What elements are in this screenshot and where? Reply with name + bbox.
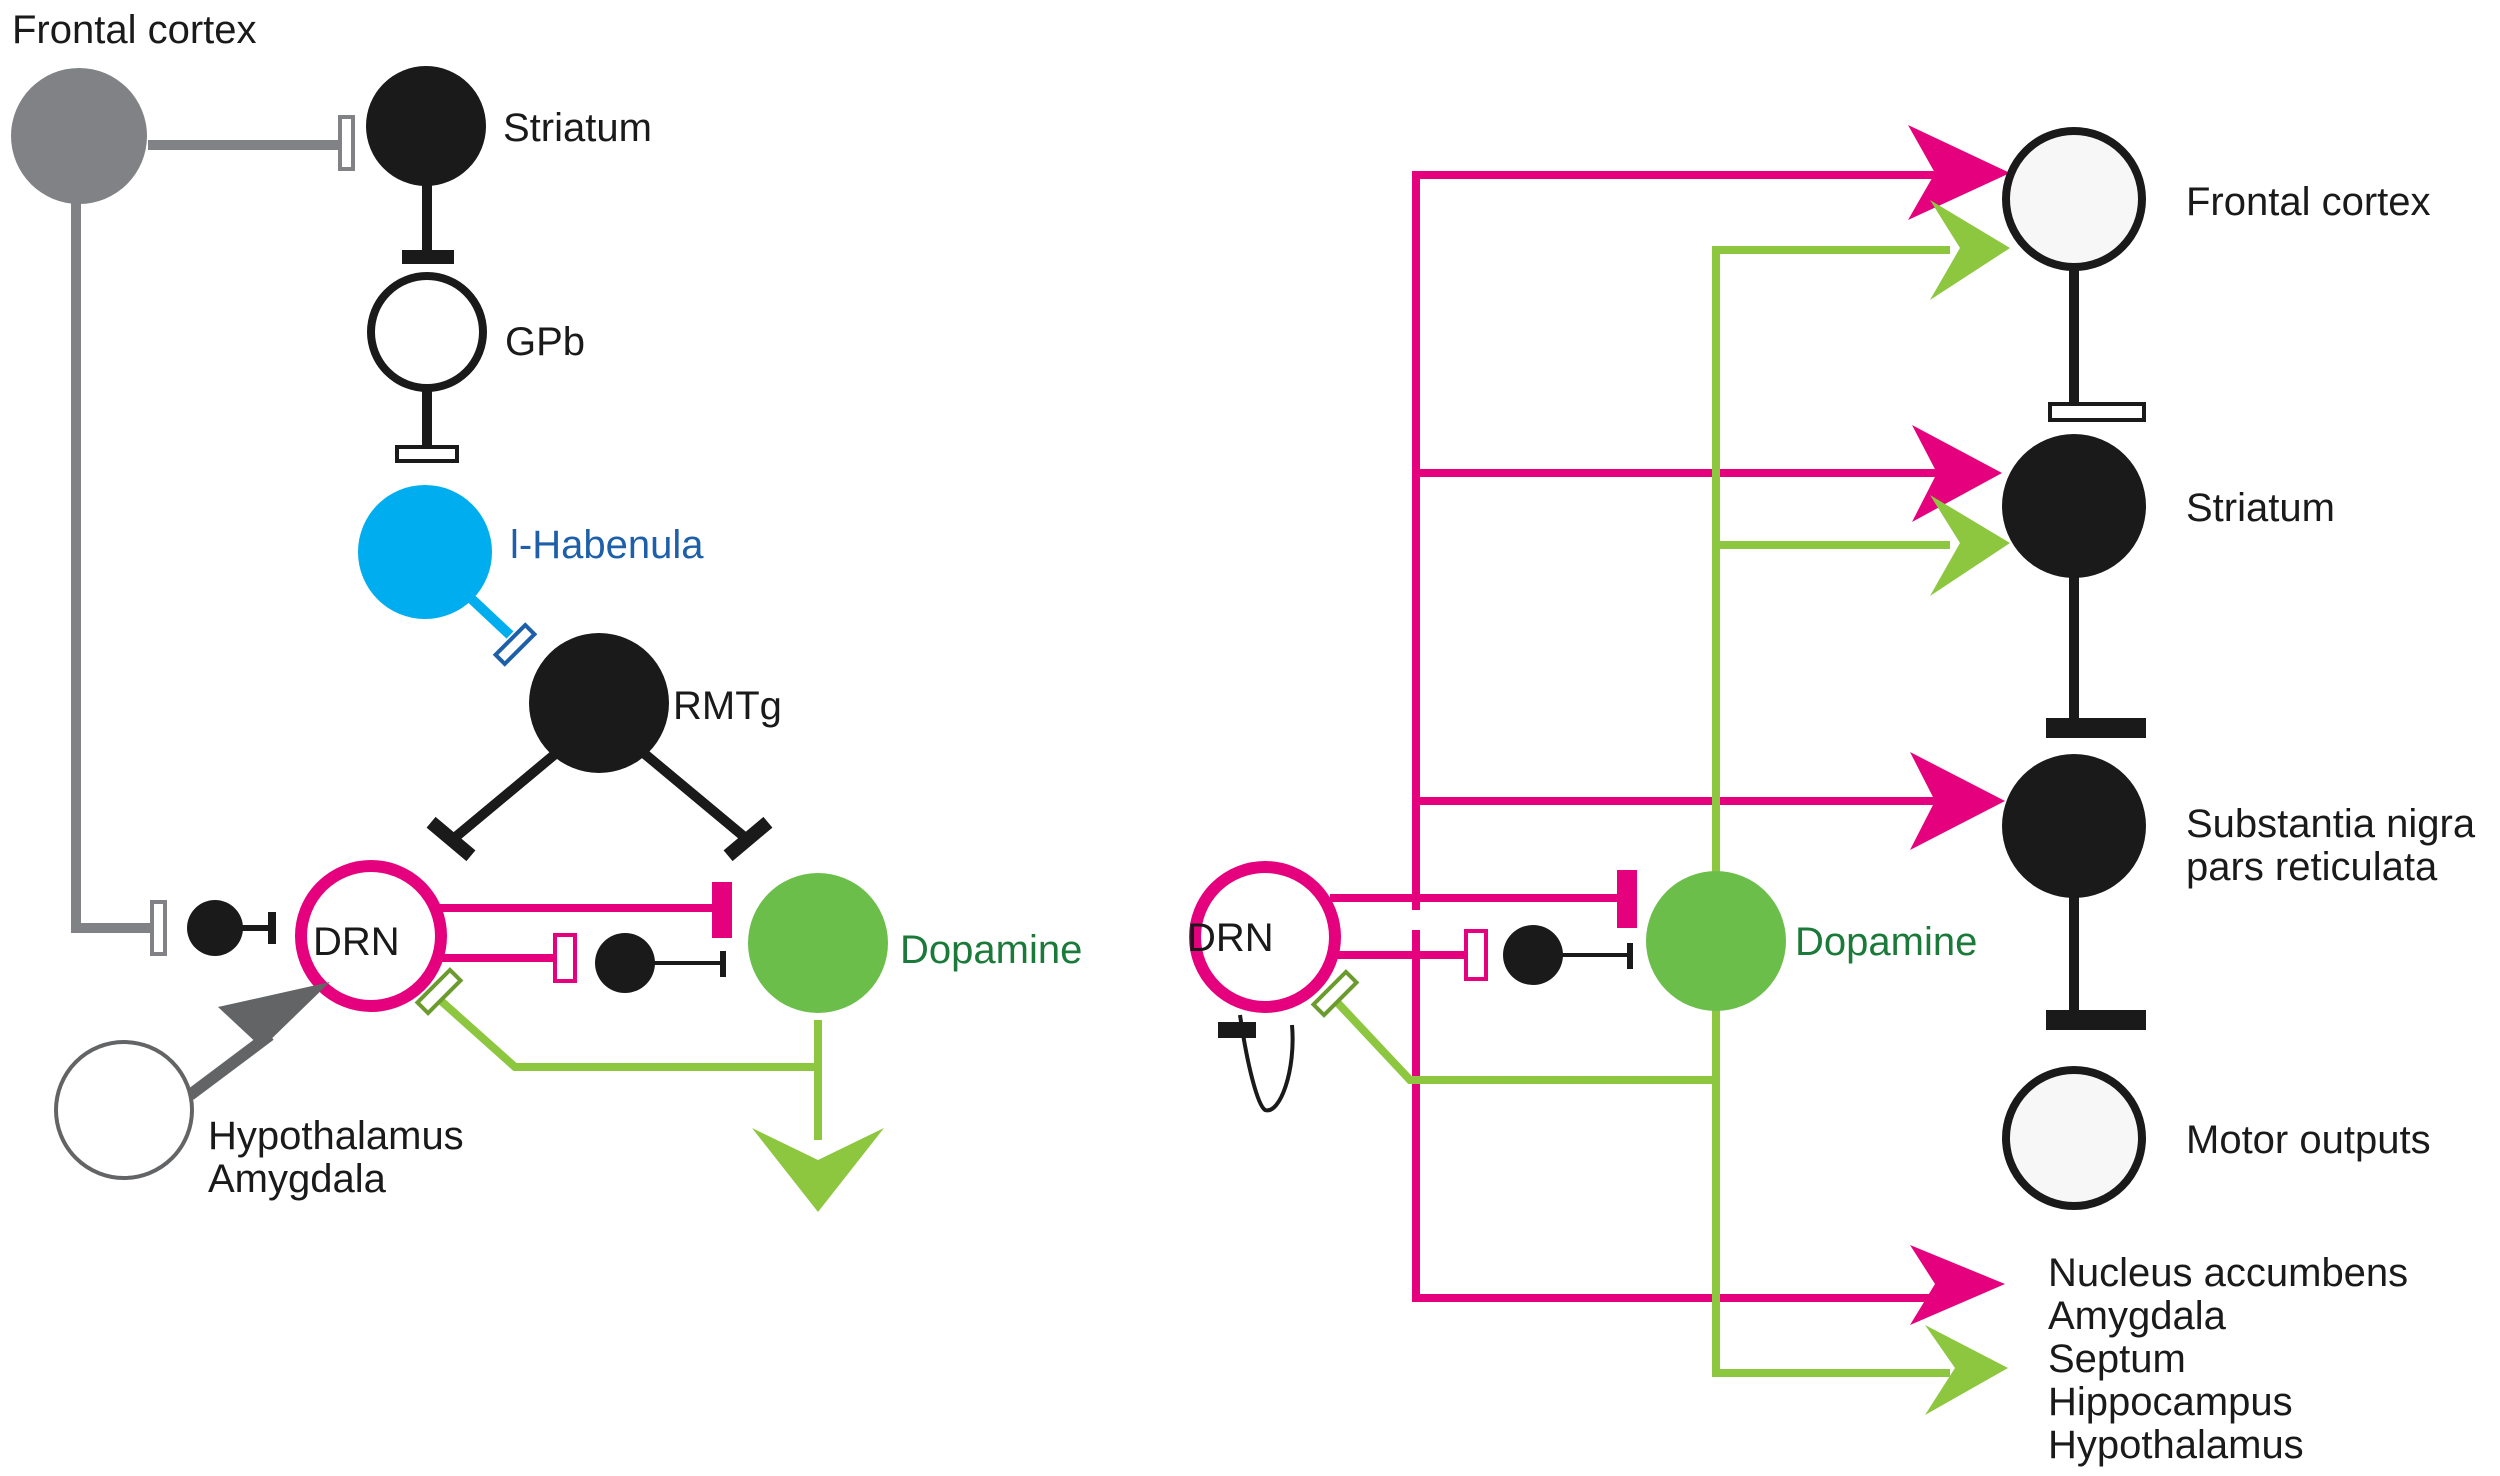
drn-trunk-to-frontal-edge xyxy=(1412,171,1950,910)
right-snr-node xyxy=(2002,754,2146,898)
right-striatum-node xyxy=(2002,434,2146,578)
left-striatum-label: Striatum xyxy=(503,106,652,150)
frontal-striatum-terminal-right xyxy=(2048,402,2146,422)
striatum-green-arrowhead xyxy=(1930,495,2010,596)
hypothalamus-drn-arrowhead xyxy=(218,982,330,1048)
drn-dopamine-terminal xyxy=(712,882,732,938)
right-targets-label: Nucleus accumbens Amygdala Septum Hippoc… xyxy=(2048,1252,2408,1467)
striatum-gpb-terminal xyxy=(402,250,454,264)
left-striatum-node xyxy=(366,66,486,186)
rmtg-to-dopamine-edge xyxy=(636,746,752,844)
right-drn-node xyxy=(1189,861,1341,1013)
left-habenula-node xyxy=(358,485,492,619)
input-label-hypothalamus: Hypothalamus xyxy=(208,1114,464,1158)
interneuron-dopamine-terminal xyxy=(720,951,726,977)
dopamine-drn-terminal-right xyxy=(1310,969,1360,1018)
frontal-green-arrowhead xyxy=(1930,200,2010,300)
cortex-striatum-terminal xyxy=(338,115,355,171)
left-drn-node xyxy=(295,860,447,1012)
rmtg-drn-terminal xyxy=(426,816,476,862)
rmtg-dopamine-terminal xyxy=(723,816,773,862)
input-label-amygdala: Amygdala xyxy=(208,1157,386,1201)
right-dopamine-node xyxy=(1646,871,1786,1011)
dopamine-drn-terminal xyxy=(414,967,464,1016)
left-frontal-cortex-label: Frontal cortex xyxy=(12,8,257,52)
target-nucleus-accumbens: Nucleus accumbens xyxy=(2048,1251,2409,1295)
right-panel xyxy=(1189,125,2146,1415)
striatum-snr-terminal xyxy=(2046,718,2146,738)
dopamine-to-targets-edge xyxy=(1712,1000,1950,1377)
right-motor-outputs-label: Motor outputs xyxy=(2186,1118,2431,1162)
left-drn-label: DRN xyxy=(313,920,400,964)
snr-label-line-2: pars reticulata xyxy=(2186,845,2438,889)
cortex-to-drn-edge xyxy=(71,200,152,933)
interneuron-drn-terminal xyxy=(268,912,276,944)
drn-to-targets-edge xyxy=(1412,930,1950,1302)
drn-autoreceptor-terminal xyxy=(1218,1022,1256,1038)
snr-motor-terminal xyxy=(2046,1010,2146,1030)
left-frontal-cortex-node xyxy=(11,68,147,204)
drn-interneuron-terminal-right xyxy=(1464,929,1488,981)
left-gpb-label: GPb xyxy=(505,320,586,364)
left-rmtg-node xyxy=(529,633,669,773)
left-dopamine-label: Dopamine xyxy=(900,928,1083,972)
dopamine-output-arrowhead xyxy=(752,1128,884,1212)
drn-interneuron-terminal xyxy=(553,933,577,983)
interneuron-dopamine-terminal-right xyxy=(1627,943,1633,969)
hypothalamus-to-drn-edge xyxy=(186,1030,274,1100)
frontal-pink-arrowhead xyxy=(1908,125,2010,220)
right-frontal-cortex-label: Frontal cortex xyxy=(2186,180,2431,224)
drn-dopamine-terminal-right xyxy=(1617,870,1637,928)
target-septum: Septum xyxy=(2048,1337,2186,1381)
dopamine-to-drn-edge-right xyxy=(1332,997,1716,1084)
right-striatum-label: Striatum xyxy=(2186,486,2335,530)
left-gpb-node xyxy=(367,272,487,392)
gpb-habenula-terminal xyxy=(395,445,459,463)
habenula-rmtg-terminal xyxy=(492,622,538,667)
drn-autoreceptor-loop xyxy=(1238,1014,1295,1113)
right-snr-label: Substantia nigra pars reticulata xyxy=(2186,803,2475,889)
left-habenula-label: l-Habenula xyxy=(510,523,704,567)
dopamine-trunk-to-frontal-edge xyxy=(1712,246,1950,900)
right-drn-label: DRN xyxy=(1187,916,1274,960)
targets-pink-arrowhead xyxy=(1910,1245,2005,1325)
right-frontal-cortex-node xyxy=(2002,127,2146,271)
target-hippocampus: Hippocampus xyxy=(2048,1380,2293,1424)
snr-pink-arrowhead xyxy=(1910,752,2005,850)
left-drn-interneuron xyxy=(187,900,243,956)
left-panel xyxy=(11,66,888,1212)
target-hypothalamus: Hypothalamus xyxy=(2048,1423,2304,1467)
dopamine-to-drn-edge xyxy=(437,997,822,1071)
snr-label-line-1: Substantia nigra xyxy=(2186,802,2476,846)
cortex-drn-terminal xyxy=(150,900,167,956)
hypothalamus-amygdala-node xyxy=(54,1040,194,1180)
target-amygdala: Amygdala xyxy=(2048,1294,2226,1338)
targets-green-arrowhead xyxy=(1925,1325,2008,1415)
left-dopamine-node xyxy=(748,873,888,1013)
left-rmtg-label: RMTg xyxy=(673,684,782,728)
right-dopamine-label: Dopamine xyxy=(1795,920,1978,964)
right-motor-outputs-node xyxy=(2002,1066,2146,1210)
rmtg-to-drn-edge xyxy=(448,746,564,844)
hypothalamus-amygdala-label: Hypothalamus Amygdala xyxy=(208,1115,464,1201)
